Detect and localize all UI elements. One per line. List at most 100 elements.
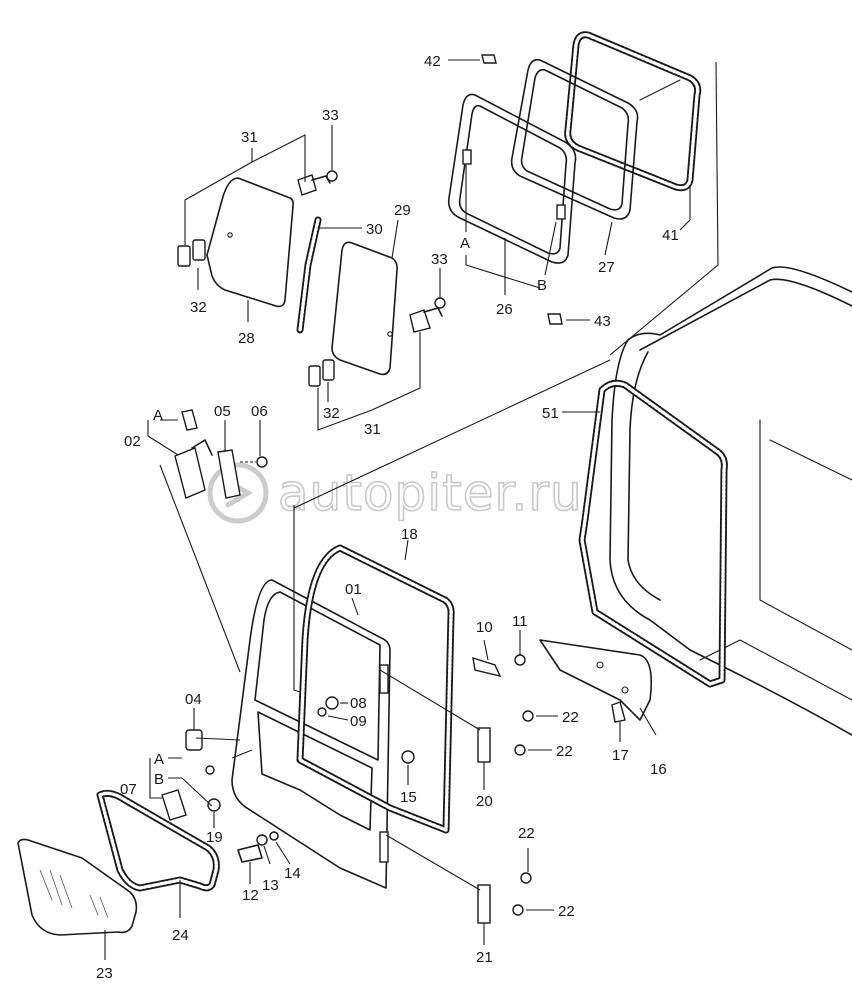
leader-27 [604,221,613,256]
callout-10: 10 [476,619,493,636]
part-23-glass [17,838,138,936]
callout-30: 30 [366,221,383,238]
door-01-hinge-lower [379,831,389,863]
ref-b-window: B [537,277,547,294]
watermark-logo-icon [207,462,269,524]
cab-step [699,639,852,701]
bolt-06 [256,456,268,468]
callout-32-upper: 32 [190,299,207,316]
callout-06: 06 [251,403,268,420]
window-frame-26-outer [447,93,577,264]
nut-08 [325,696,339,710]
callout-33-lower: 33 [431,251,448,268]
callout-22-c: 22 [518,825,535,842]
bolt-11 [514,654,526,666]
hinge-bracket-31b [409,309,431,333]
striker-plate-16 [539,639,653,721]
leader-20-door [379,669,481,731]
screw-33b [434,297,446,309]
screw-33a [326,170,338,182]
callout-20: 20 [476,793,493,810]
ref-a-handle: A [154,751,164,768]
callout-23: 23 [96,965,113,982]
handle-05 [217,449,241,499]
part-24-seal [96,789,220,892]
callout-51: 51 [542,405,559,422]
hinge-20 [477,727,491,763]
part-29-glass [331,241,398,376]
leader-26-refs [465,165,557,289]
bolt-15 [401,750,415,764]
plate-32a-left [177,245,191,267]
leader-07 [149,757,213,807]
leader-10 [483,639,489,661]
callout-22-d: 22 [558,903,575,920]
leader-41 [679,185,691,231]
window-seal-41-texture [566,33,700,190]
leader-16 [639,707,657,736]
latch-02-lever [191,439,213,456]
callout-04: 04 [185,691,202,708]
bolt-22c [520,872,532,884]
plate-32b-right [322,359,335,381]
callout-08: 08 [350,695,367,712]
striker-plate-hole-b [621,686,629,694]
part-01-door [231,579,391,889]
window-frame-27-outer [510,58,639,220]
leader-lines [104,59,719,960]
door-seal-18-texture [298,546,453,832]
latch-ref-a-part [181,409,198,431]
leader-01 [351,597,359,616]
callout-31-upper: 31 [241,129,258,146]
latch-assembly [174,409,268,499]
frame-26-clip-a [462,149,472,165]
callout-12: 12 [242,887,259,904]
door-opening-seal [578,379,728,688]
callout-01: 01 [345,581,362,598]
door-01-hinge-upper [379,664,389,694]
callout-33-upper: 33 [322,107,339,124]
callout-17: 17 [612,747,629,764]
leader-09 [327,715,349,721]
callout-42: 42 [424,53,441,70]
window-frame-26-inner [458,104,568,255]
bracket-10 [472,656,502,678]
cab-floor-edge [689,649,852,736]
part-07-ref-a [205,765,215,775]
callout-43: 43 [594,313,611,330]
callout-13: 13 [262,877,279,894]
cab-roof-edge [627,266,852,341]
callout-16: 16 [650,761,667,778]
door-01-upper-window [254,591,381,761]
plate-32b-left [308,365,321,387]
leader-13 [263,845,271,865]
lower-glass-23 [17,838,138,936]
washer-13 [256,834,268,846]
door-01-lower-window [257,711,373,831]
handle-12 [237,844,263,863]
leader-31b [317,332,421,431]
lower-seal-24 [96,789,220,892]
ring-14 [269,831,279,841]
rail-30-texture [298,218,320,332]
hinge-pin-31b [423,307,443,317]
callout-19: 19 [206,829,223,846]
bolt-22d [512,904,524,916]
callout-09: 09 [350,713,367,730]
glass-29 [331,241,398,376]
callout-29: 29 [394,202,411,219]
callout-26: 26 [496,301,513,318]
handle-07 [161,789,187,821]
cab-side-window [759,419,852,651]
callout-11: 11 [512,613,528,630]
part-42-clip [481,54,497,64]
glass-28 [206,177,294,308]
leader-02-door [159,464,241,673]
callout-14: 14 [284,865,301,882]
callout-07: 07 [120,781,137,798]
leader-18 [404,539,409,561]
callout-02: 02 [124,433,141,450]
part-41-seal [564,31,702,192]
hinge-pin-31a [311,175,331,184]
bolt-22b [514,744,526,756]
